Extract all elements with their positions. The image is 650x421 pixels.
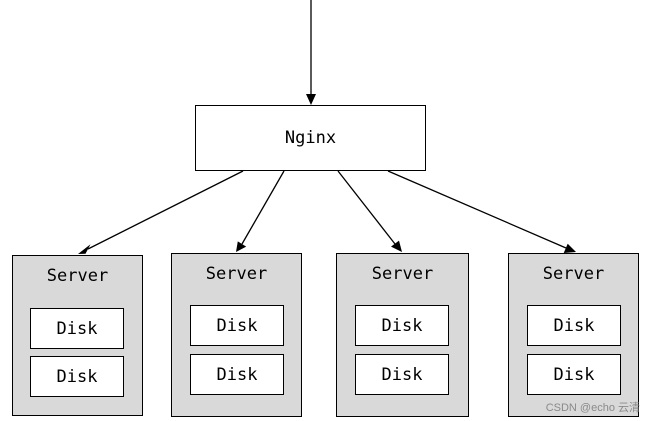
server-node-1: Server Disk Disk: [12, 255, 143, 416]
watermark-text: CSDN @echo 云清: [545, 402, 640, 414]
disk-label: Disk: [56, 366, 98, 387]
disk-node: Disk: [527, 354, 621, 395]
server-label: Server: [46, 266, 109, 286]
arrowhead-server-3: [391, 240, 402, 252]
nginx-node: Nginx: [195, 105, 426, 171]
disk-node: Disk: [30, 356, 124, 397]
disk-label: Disk: [381, 315, 423, 336]
disk-node: Disk: [355, 305, 449, 346]
disk-node: Disk: [355, 354, 449, 395]
disk-node: Disk: [190, 305, 284, 346]
disk-label: Disk: [216, 315, 258, 336]
server-node-2: Server Disk Disk: [171, 253, 302, 417]
server-label: Server: [542, 264, 605, 284]
arrowhead-server-1: [78, 244, 91, 254]
arrow-line-server-4: [387, 170, 567, 249]
nginx-label: Nginx: [284, 128, 337, 148]
server-node-3: Server Disk Disk: [336, 253, 469, 417]
arrow-line-server-1: [87, 170, 244, 250]
server-label: Server: [371, 264, 434, 284]
disk-label: Disk: [56, 318, 98, 339]
disk-label: Disk: [553, 315, 595, 336]
arrowhead-server-2: [236, 241, 247, 252]
disk-label: Disk: [381, 364, 423, 385]
arrowhead-server-4: [563, 243, 576, 253]
server-label: Server: [205, 264, 268, 284]
arrow-line-server-3: [337, 170, 396, 245]
disk-node: Disk: [190, 354, 284, 395]
disk-node: Disk: [527, 305, 621, 346]
incoming-arrowhead: [306, 94, 316, 105]
server-node-4: Server Disk Disk: [508, 253, 639, 417]
disk-label: Disk: [553, 364, 595, 385]
arrow-line-server-2: [241, 170, 285, 245]
disk-node: Disk: [30, 308, 124, 349]
disk-label: Disk: [216, 364, 258, 385]
